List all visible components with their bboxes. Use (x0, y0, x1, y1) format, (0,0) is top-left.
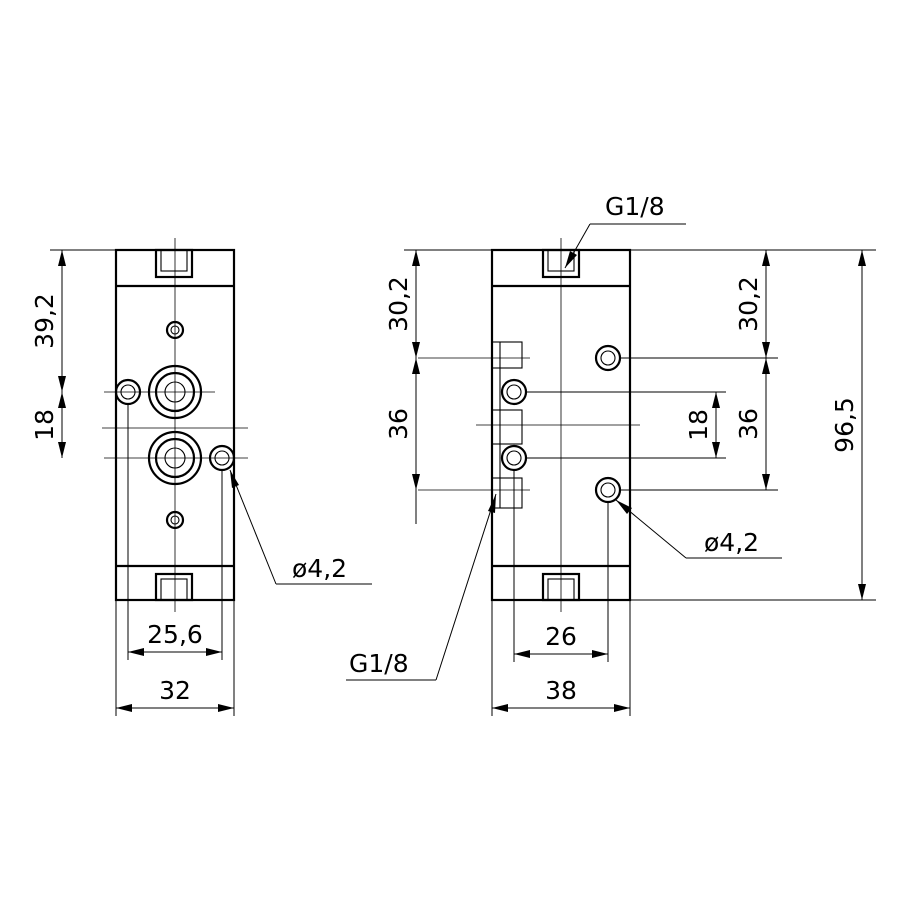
right-dim-hole: ø4,2 (615, 499, 782, 559)
right-dim-26: 26 (513, 470, 609, 662)
right-dim-38-label: 38 (545, 676, 577, 705)
right-dim-inner-18: 18 (526, 391, 726, 459)
left-view: 39,2 18 ø4,2 25,6 (30, 238, 372, 716)
left-view-holes (114, 320, 236, 530)
right-dim-thread-side-label: G1/8 (349, 649, 409, 678)
right-dim-left-30-2-label: 30,2 (384, 276, 413, 332)
left-dim-18-label: 18 (30, 409, 59, 441)
right-dim-hole-label: ø4,2 (704, 528, 759, 557)
right-dim-right-30-2: 30,2 (620, 249, 876, 491)
right-view-centerlines (418, 238, 640, 612)
right-dim-96-5: 96,5 (630, 250, 876, 601)
right-dim-inner-18-label: 18 (684, 409, 713, 441)
left-dim-39-2-label: 39,2 (30, 293, 59, 349)
right-dim-38: 38 (491, 600, 631, 716)
right-view: G1/8 30,2 36 18 (346, 192, 876, 716)
left-dim-39-2: 39,2 (30, 249, 116, 392)
right-dim-right-30-2-label: 30,2 (734, 276, 763, 332)
right-dim-left-36-label: 36 (384, 408, 413, 440)
left-dim-18: 18 (30, 392, 66, 458)
right-dim-thread-top-label: G1/8 (605, 192, 665, 221)
right-dim-left-36: 36 (384, 358, 420, 524)
right-dim-right-36: 36 (734, 358, 770, 490)
right-dim-left-30-2: 30,2 (384, 249, 492, 358)
left-dim-32: 32 (115, 600, 235, 716)
left-dim-32-label: 32 (159, 676, 191, 705)
right-dim-right-36-label: 36 (734, 408, 763, 440)
left-view-centerlines (102, 238, 248, 612)
right-dim-26-label: 26 (545, 622, 577, 651)
right-dim-thread-top: G1/8 (564, 192, 686, 269)
left-dim-hole-label: ø4,2 (292, 554, 347, 583)
right-dim-96-5-label: 96,5 (830, 397, 859, 453)
left-dim-25-6: 25,6 (127, 404, 223, 660)
left-dim-25-6-label: 25,6 (147, 620, 203, 649)
left-dim-hole: ø4,2 (229, 469, 372, 585)
right-dim-thread-side: G1/8 (346, 493, 497, 681)
